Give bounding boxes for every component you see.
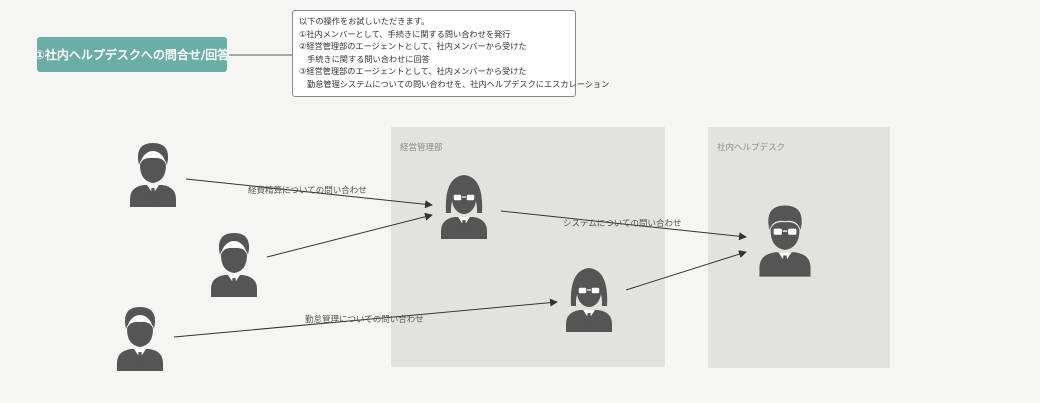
arrow-member3-to-agent2 <box>173 298 558 338</box>
lane-management-label: 経営管理部 <box>400 143 443 153</box>
helpdesk-person <box>755 203 815 277</box>
arrow-member1-to-agent1 <box>185 178 433 209</box>
arrow-agent2-to-helpdesk <box>625 250 747 291</box>
note-line: ②経営管理部のエージェントとして、社内メンバーから受けた <box>299 41 527 52</box>
man-icon <box>211 233 257 297</box>
lane-helpdesk: 社内ヘルプデスク <box>708 127 890 368</box>
agent-person-1 <box>437 173 491 239</box>
agent-person-2 <box>562 266 616 332</box>
note-line: ③経営管理部のエージェントとして、社内メンバーから受けた <box>299 66 527 77</box>
member-person-1 <box>126 141 180 207</box>
lane-management: 経営管理部 <box>391 127 665 367</box>
edge-label-attendance: 勤怠管理についての問い合わせ <box>305 315 424 325</box>
note-line: 以下の操作をお試しいただきます。 <box>299 16 430 26</box>
note-line: ①社内メンバーとして、手続きに関する問い合わせを発行 <box>299 28 511 39</box>
man-icon <box>130 143 176 207</box>
arrow-member2-to-agent1 <box>266 212 433 258</box>
arrow-agent1-to-helpdesk <box>500 210 747 241</box>
note-line: 勤怠管理システムについての問い合わせを、社内ヘルプデスクにエスカレーション <box>307 78 610 89</box>
man-glasses-icon <box>759 205 811 277</box>
lane-helpdesk-label: 社内ヘルプデスク <box>717 143 786 153</box>
man-icon <box>117 307 163 371</box>
edge-label-system: システムについての問い合わせ <box>563 219 682 229</box>
title-badge: ①社内ヘルプデスクへの問合せ/回答 <box>35 37 229 72</box>
member-person-2 <box>207 231 261 297</box>
edge-label-expense: 経費精算についての問い合わせ <box>248 186 367 196</box>
member-person-3 <box>113 305 167 371</box>
woman-glasses-icon <box>566 268 612 332</box>
note-line: 手続きに関する問い合わせに回答 <box>307 53 430 64</box>
woman-glasses-icon <box>441 175 487 239</box>
instructions-note: 以下の操作をお試しいただきます。 ①社内メンバーとして、手続きに関する問い合わせ… <box>292 10 610 97</box>
